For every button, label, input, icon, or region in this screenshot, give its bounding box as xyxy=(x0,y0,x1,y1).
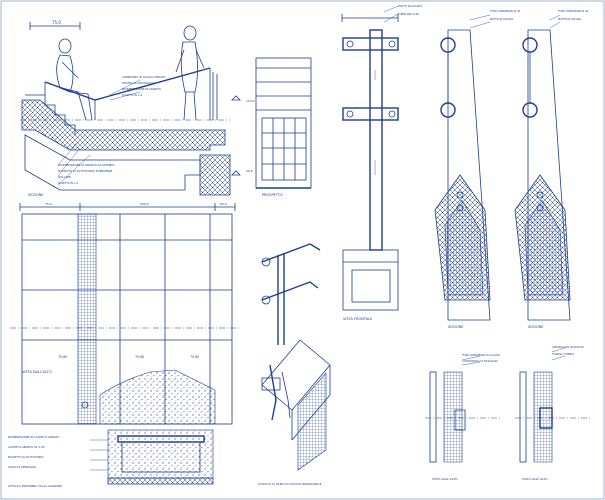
section-note: PIASTRA DI ANCORAGGIO xyxy=(122,81,155,85)
layer-note: SOLETTA IN C.A. xyxy=(58,181,79,185)
plan-title: VISTA DALL'ALTO xyxy=(22,370,52,374)
bottom-note-right: ANCORAGGIO IN ACCIAIO xyxy=(552,345,584,349)
isometric-caption: ATTACCO AL MURO IN ACCIAIO INOSSIDABILE xyxy=(258,482,322,486)
section1-label: SEZIONE xyxy=(448,325,463,329)
post-note: PIATTO IN ACCIAIO xyxy=(398,4,422,8)
detail-note: GHIAIA DI DRENAGGIO xyxy=(8,465,36,469)
plan-dim: 75,0 xyxy=(45,202,52,206)
bottom-caption-right: VISTA DALL'ALTO xyxy=(522,477,548,481)
section-2: TUBO CORRIMANO Ø 40 PIATTO IN ACCIAIO SE… xyxy=(514,8,589,329)
detail-note: MASSETTO DI SOTTOFONDO xyxy=(8,455,44,459)
detail-note: PAVIMENTAZIONE IN LASTRE DI GRANITO xyxy=(8,435,59,439)
bottom-caption-left: VISTA DALL'ALTO xyxy=(432,477,458,481)
bottom-note-left: TUBO CORRIMANO DI ACCIAIO xyxy=(462,353,500,357)
construction-detail: PAVIMENTAZIONE IN LASTRE DI GRANITO LAST… xyxy=(8,429,214,488)
post-front-view: PIATTO IN ACCIAIO TUBOLARE D.40 VISTA FR… xyxy=(341,4,422,321)
section2-label: SEZIONE xyxy=(528,325,543,329)
section-label: SEZIONE xyxy=(28,193,43,197)
standing-figure xyxy=(175,25,205,121)
plan-cell: 75,60 xyxy=(58,355,67,359)
plan-cell: 75,60 xyxy=(190,355,199,359)
plan-dim: 60,0 xyxy=(220,202,227,206)
section1-note: TUBO CORRIMANO Ø 40 xyxy=(490,8,521,13)
bottom-note-left: CON BORCHIA DI FISSAGGIO xyxy=(462,359,498,363)
elevation-label: PROSPETTO xyxy=(262,193,283,197)
plan-cell: 75,60 xyxy=(135,355,144,359)
section1-note: PIATTO IN ACCIAIO xyxy=(490,17,513,21)
post-note: TUBOLARE D.40 xyxy=(398,12,419,16)
detail-note: LASTRE DI GRANITO SP. 3 CM xyxy=(8,445,45,449)
plan-dim: 300,0 xyxy=(140,202,149,206)
section-note: PAVIMENTAZIONE IN GRANITO xyxy=(122,87,161,91)
elevation-dim: 20,0 xyxy=(246,169,253,173)
seated-figure xyxy=(56,38,93,121)
section2-note: TUBO CORRIMANO Ø 40 xyxy=(558,8,589,13)
layer-note: ISOLANTE xyxy=(58,175,71,179)
section-drawing: 75,0 COR xyxy=(20,20,241,197)
layer-note: MASSETTO DI SOTTOFONDO E PENDENZE xyxy=(58,169,113,173)
elevation-panel: PROSPETTO 110,0 20,0 xyxy=(246,57,312,197)
post-title: VISTA FRONTALE xyxy=(343,317,372,321)
bottom-note-right: TASSELLI CHIMICI xyxy=(552,352,574,356)
elevation-dim: 110,0 xyxy=(246,99,255,103)
section2-note: PIATTO IN ACCIAIO xyxy=(558,17,581,21)
isometric-detail: ATTACCO AL MURO IN ACCIAIO INOSSIDABILE xyxy=(258,243,331,486)
bottom-details: TUBO CORRIMANO DI ACCIAIO CON BORCHIA DI… xyxy=(425,345,590,481)
section-note: CORRIMANO IN ACCIAIO ZINCATO xyxy=(122,75,166,79)
layer-note: PAVIMENTAZIONE IN GRANITO DA ESTERNO xyxy=(58,163,115,167)
section-note: SOLETTA IN C.A. xyxy=(122,93,143,97)
detail-caption: ATTACCO RINGHIERA SCALA GIARDINO xyxy=(8,484,63,488)
section-dim: 75,0 xyxy=(52,20,61,25)
section-1: TUBO CORRIMANO Ø 40 PIATTO IN ACCIAIO SE… xyxy=(434,8,521,329)
plan-view: 75,0 300,0 60,0 75,60 75,60 75,60 VISTA … xyxy=(10,202,240,425)
